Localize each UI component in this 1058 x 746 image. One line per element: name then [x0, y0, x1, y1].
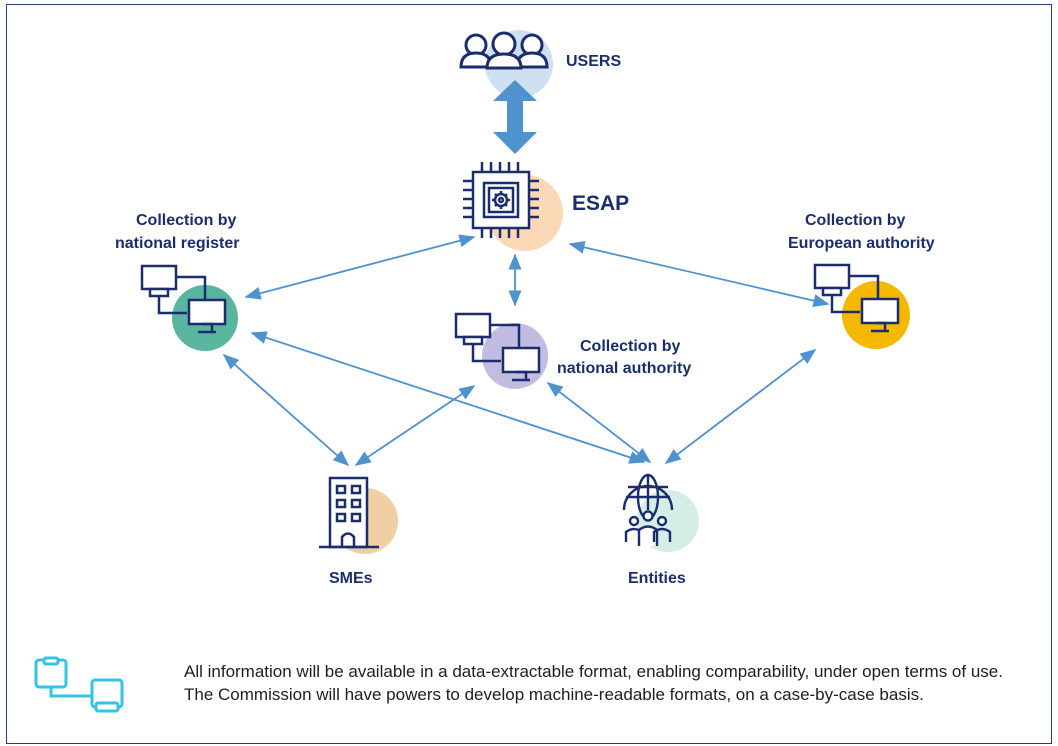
smes-label: SMEs [329, 570, 373, 587]
european-authority-node: Collection by European authority [788, 212, 935, 349]
users-icon [459, 31, 549, 70]
arrow-esap-register [244, 234, 476, 300]
national-authority-node: Collection by national authority [454, 312, 691, 389]
arrow-national-smes [354, 385, 476, 466]
computer-network-icon [140, 264, 227, 334]
users-esap-double-arrow [493, 80, 537, 154]
chip-icon [463, 162, 539, 238]
smes-node: SMEs [319, 476, 398, 587]
national-register-label-line1: Collection by [136, 212, 237, 229]
entities-label: Entities [628, 570, 686, 587]
european-authority-label-line2: European authority [788, 235, 935, 252]
computer-network-icon [813, 263, 900, 333]
entities-node: Entities [622, 473, 699, 587]
national-authority-label-line2: national authority [557, 360, 691, 377]
arrow-register-smes [222, 353, 350, 467]
national-authority-label-line1: Collection by [580, 338, 681, 355]
national-register-node: Collection by national register [115, 212, 239, 351]
arrow-national-entities [546, 382, 652, 463]
computer-network-icon [454, 312, 541, 382]
connected-squares-icon [34, 656, 124, 713]
connections [222, 234, 830, 467]
footnote-text: All information will be available in a d… [184, 662, 1003, 704]
arrow-european-entities [664, 349, 817, 464]
users-label: USERS [566, 53, 621, 70]
office-building-icon [319, 476, 379, 549]
globe-people-icon [622, 473, 674, 546]
arrow-esap-european [568, 240, 830, 308]
esap-node: ESAP [463, 162, 629, 251]
national-register-label-line2: national register [115, 235, 239, 252]
european-authority-label-line1: Collection by [805, 212, 906, 229]
users-node: USERS [459, 30, 621, 154]
esap-label: ESAP [572, 192, 629, 215]
